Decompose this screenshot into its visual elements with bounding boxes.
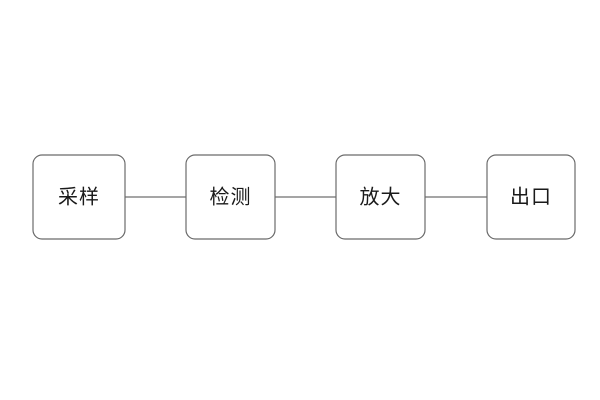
node-amplify-box[interactable] [335,154,426,240]
node-detection-label: 检测 [210,185,252,209]
node-sampling-box[interactable] [32,154,126,240]
node-outlet-box[interactable] [486,154,576,240]
node-outlet[interactable]: 出口 [486,154,576,240]
node-amplify-label: 放大 [360,185,402,209]
node-amplify[interactable]: 放大 [335,154,426,240]
node-detection-box[interactable] [185,154,276,240]
node-sampling-label: 采样 [58,185,100,209]
node-outlet-label: 出口 [510,185,552,209]
node-detection[interactable]: 检测 [185,154,276,240]
node-sampling[interactable]: 采样 [32,154,126,240]
